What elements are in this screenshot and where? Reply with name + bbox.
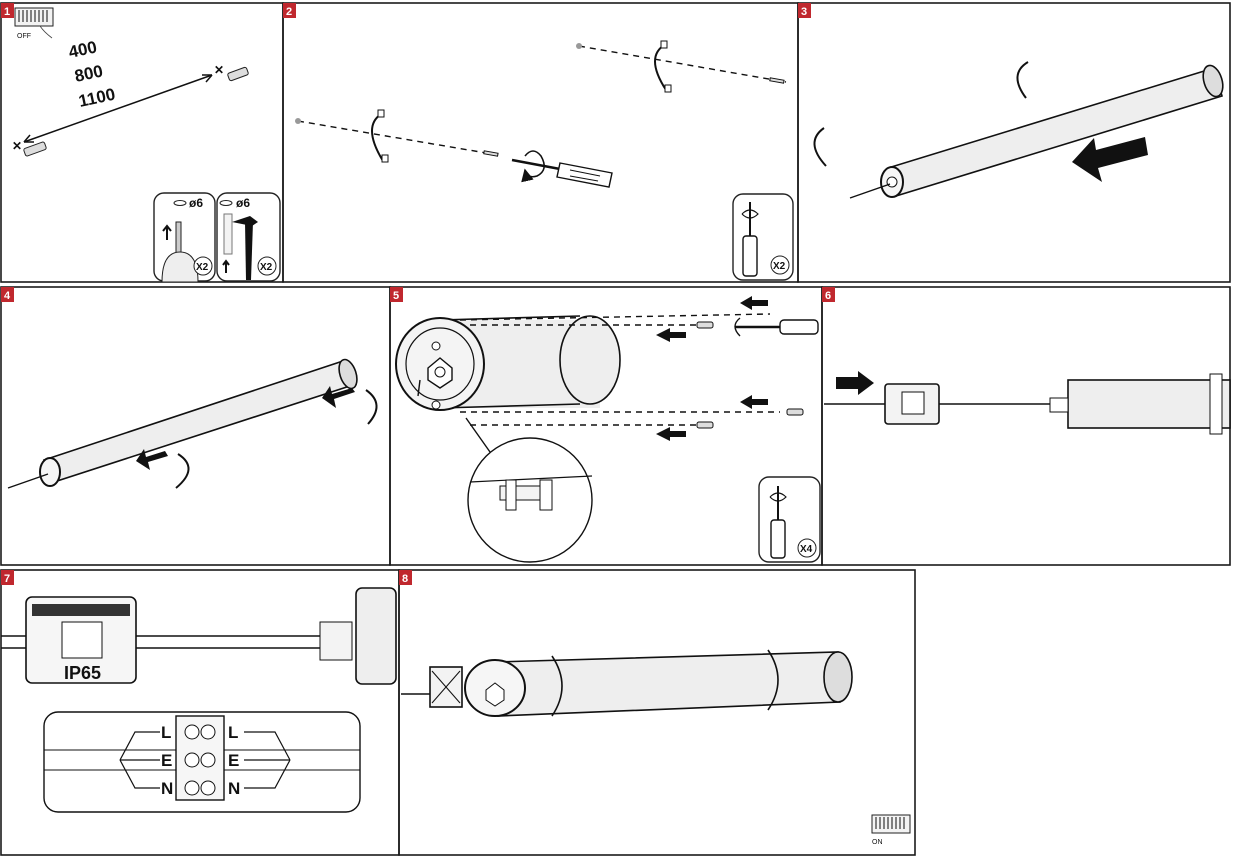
dimension-400: 400 xyxy=(67,37,99,61)
step-number: 2 xyxy=(286,6,292,18)
terminal-label-l: L xyxy=(228,723,238,742)
installed-tube-light xyxy=(401,649,853,717)
dimension-1100: 1100 xyxy=(77,85,117,111)
clip-icon xyxy=(175,389,378,489)
screw-icon xyxy=(483,77,785,157)
terminal-label-e: E xyxy=(161,751,172,770)
screw-qty-label: X4 xyxy=(800,544,813,555)
tube-light xyxy=(849,64,1224,199)
switch-on-icon: ON xyxy=(871,814,911,846)
step-number: 3 xyxy=(801,6,807,18)
panel-2 xyxy=(282,2,799,283)
detail-circle xyxy=(465,417,593,563)
mounting-lines xyxy=(297,45,787,156)
drill-qty-label: X2 xyxy=(196,262,209,273)
step-number: 5 xyxy=(393,290,399,302)
step-number: 7 xyxy=(4,573,10,585)
screw-qty-label: X2 xyxy=(773,261,786,272)
tube-light-side-view xyxy=(1049,373,1231,435)
power-on-label: ON xyxy=(872,839,883,846)
tube-light-end-view xyxy=(395,315,621,411)
step-number: 6 xyxy=(825,290,831,302)
clip-icon xyxy=(371,40,672,163)
connector-box xyxy=(824,383,1050,425)
drill-icon: ø6 X2 xyxy=(153,192,216,283)
screwdriver-icon xyxy=(734,317,819,337)
dimension-labels: 400 800 1100 xyxy=(67,37,117,110)
ip-rating-label: IP65 xyxy=(64,663,101,683)
svg-text:✕: ✕ xyxy=(214,63,224,77)
panel-3 xyxy=(797,2,1231,283)
arrow-icon xyxy=(136,449,168,470)
hammer-icon: ø6 X2 xyxy=(216,192,281,282)
wall-plug-icon: ✕ ✕ xyxy=(12,63,249,157)
terminal-label-n: N xyxy=(161,779,173,798)
drill-size-label: ø6 xyxy=(189,196,203,210)
svg-text:✕: ✕ xyxy=(12,139,22,153)
mounting-lines xyxy=(459,313,780,426)
step-number: 8 xyxy=(402,573,408,585)
arrow-icon xyxy=(322,386,355,408)
plug-size-label: ø6 xyxy=(236,196,250,210)
screwdriver-icon: X4 xyxy=(758,476,821,563)
screwdriver-icon: X2 xyxy=(732,193,794,281)
step-number: 1 xyxy=(4,6,10,18)
power-off-label: OFF xyxy=(17,33,31,40)
tube-light xyxy=(7,358,358,489)
wiring-detail: L E N L E N xyxy=(43,711,361,813)
dimension-800: 800 xyxy=(73,61,105,85)
terminal-label-e: E xyxy=(228,751,239,770)
clip-icon xyxy=(813,61,1029,167)
terminal-block-icon: IP65 xyxy=(1,587,397,685)
terminal-label-l: L xyxy=(161,723,171,742)
plug-qty-label: X2 xyxy=(260,262,273,273)
switch-off-icon: OFF xyxy=(14,7,54,40)
spacing-arrow xyxy=(23,74,213,143)
arrow-icon xyxy=(1072,137,1148,182)
screwdriver-icon xyxy=(511,150,613,188)
arrow-icon xyxy=(656,296,768,441)
step-badges: 1 2 3 4 5 6 7 8 xyxy=(1,3,835,585)
panel-8 xyxy=(398,569,916,856)
terminal-label-n: N xyxy=(228,779,240,798)
arrow-icon xyxy=(836,371,874,395)
screw-icon xyxy=(696,321,804,429)
step-number: 4 xyxy=(4,290,11,302)
